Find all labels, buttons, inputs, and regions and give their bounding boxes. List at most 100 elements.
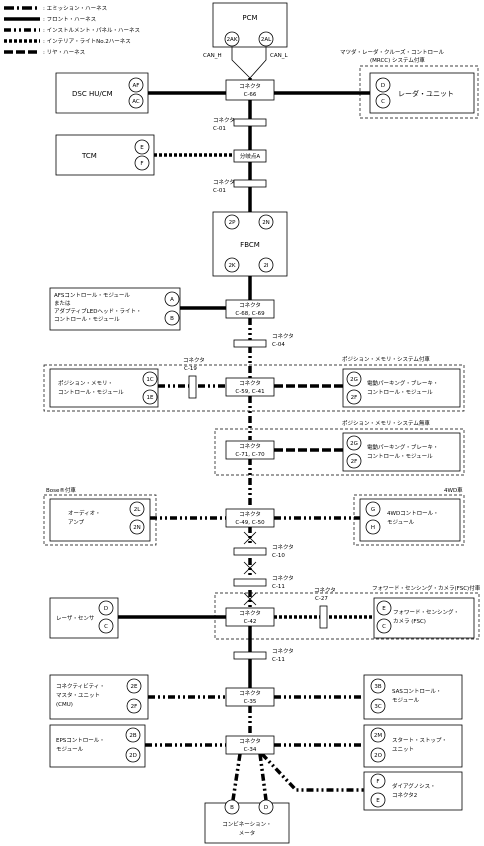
audio-option-frame xyxy=(43,494,157,546)
c04-box xyxy=(233,339,267,348)
dlc-pin-f-label: F xyxy=(376,779,379,785)
c10-top: コネクタ xyxy=(272,543,294,551)
c49-box xyxy=(225,508,275,528)
epb1-line-1: 電動パーキング・ブレーキ・ xyxy=(367,379,438,387)
cmu-line-1: コネクティビティ・ xyxy=(56,682,105,690)
dsc-pin-ac xyxy=(128,93,144,109)
pcm-pin-2ak xyxy=(224,31,240,47)
dlc-pin-f xyxy=(370,773,386,789)
c59-bottom: C-59, C-41 xyxy=(235,389,264,395)
sas-line-2: モジュール xyxy=(392,697,420,704)
legend: : エミッション・ハーネス : フロント・ハーネス : インストルメント・パネル… xyxy=(4,5,140,56)
eps-pin-2b xyxy=(125,727,141,743)
epb2-line-2: コントロール・モジュール xyxy=(367,453,433,460)
radar-pin-c xyxy=(375,93,391,109)
audio-awd-row: Bose®付車 オーディオ・ アンプ 2L 2N コネクタ C-49, C-50… xyxy=(43,486,465,546)
connector-c04: コネクタ C-04 xyxy=(233,332,294,348)
cmu-pin-2f xyxy=(126,698,142,714)
fbcm-pin-2p-label: 2P xyxy=(229,220,236,226)
fbcm-pin-2i xyxy=(258,257,274,273)
eps-line-1: EPSコントロール・ xyxy=(56,737,105,744)
combi-line-1: コンビネーション・ xyxy=(222,820,271,828)
laser-pin-c-label: C xyxy=(104,624,108,630)
epb1-pin-2f-label: 2F xyxy=(351,395,358,401)
fbcm-pin-2i-label: 2I xyxy=(263,263,268,269)
c11b-bottom: C-11 xyxy=(272,657,285,663)
dlc-line-1: ダイアグノシス・ xyxy=(392,782,436,790)
c49-top: コネクタ xyxy=(239,510,261,518)
c68-box xyxy=(225,299,275,319)
laser-pin-c xyxy=(98,618,114,634)
c27-bottom: C-27 xyxy=(315,596,328,602)
laser-fsc-row: レーザ・センサ D C フォワード・センシング・カメラ(FSC)付車 コネクタ … xyxy=(49,584,481,640)
cmu-line-3: (CMU) xyxy=(56,702,73,708)
c66-bottom: C-66 xyxy=(244,92,257,98)
combi-pin-d-label: D xyxy=(264,805,268,811)
c04-top: コネクタ xyxy=(272,332,294,340)
sas-pin-3b xyxy=(370,678,386,694)
radar-module: マツダ・レーダ・クルーズ・コントロール (MRCC) システム付車 レーダ・ユニ… xyxy=(340,48,479,119)
audio-line-2: アンプ xyxy=(68,519,85,526)
epb2-note: ポジション・メモリ・システム無車 xyxy=(342,419,430,427)
pcm-canl-label: CAN_L xyxy=(270,53,288,59)
fbcm-label: FBCM xyxy=(240,241,260,249)
c35-box xyxy=(225,687,275,707)
eps-pin-2b-label: 2B xyxy=(129,733,136,739)
posmem-line-2: コントロール・モジュール xyxy=(58,389,124,396)
c42-top: コネクタ xyxy=(239,609,261,617)
c27-box xyxy=(319,605,328,629)
sas-pin-3b-label: 3B xyxy=(374,684,381,690)
epb1-pin-2f xyxy=(346,389,362,405)
connector-c11-lower: コネクタ C-11 xyxy=(233,647,294,663)
twist-1 xyxy=(243,531,257,545)
awd-pin-g-label: G xyxy=(371,507,375,513)
tcm-pin-f-label: F xyxy=(140,161,143,167)
epb2-pin-2f xyxy=(346,453,362,469)
combi-pin-d xyxy=(258,799,274,815)
posmem-option-frame xyxy=(43,364,465,412)
fsc-pin-e xyxy=(376,600,392,616)
audio-pin-2n-label: 2N xyxy=(133,525,141,531)
c59-box xyxy=(225,377,275,397)
c68-bottom: C-68, C-69 xyxy=(235,311,265,317)
cmu-pin-2e xyxy=(126,678,142,694)
afs-pin-b xyxy=(164,310,180,326)
startstop-pin-2m-label: 2M xyxy=(374,733,382,739)
eps-pin-2d xyxy=(125,747,141,763)
c11a-box xyxy=(233,578,267,587)
afs-line-2: または xyxy=(54,300,71,307)
epb2-line-1: 電動パーキング・ブレーキ・ xyxy=(367,443,438,451)
c27-top: コネクタ xyxy=(314,586,336,594)
radar-note-2: (MRCC) システム付車 xyxy=(370,56,425,64)
c68-top: コネクタ xyxy=(239,301,261,309)
c42-box xyxy=(225,607,275,627)
c11a-bottom: C-11 xyxy=(272,584,285,590)
laser-pin-d xyxy=(98,600,114,616)
startstop-line-2: ユニット xyxy=(392,746,414,753)
posmem-pin-1e xyxy=(142,389,158,405)
connector-c01-upper: コネクタ C-01 xyxy=(213,116,267,132)
connector-c11-upper: コネクタ C-11 xyxy=(233,574,294,590)
c71-bottom: C-71, C-70 xyxy=(235,452,265,458)
fsc-option-frame xyxy=(214,592,480,640)
startstop-line-1: スタート・ストップ・ xyxy=(392,736,447,744)
epb1-line-2: コントロール・モジュール xyxy=(367,389,433,396)
epb1-note: ポジション・メモリ・システム付車 xyxy=(342,355,430,363)
twist-2 xyxy=(243,561,257,575)
fbcm-pin-2n-label: 2N xyxy=(262,220,270,226)
awd-option-frame xyxy=(353,494,465,546)
radar-pin-d xyxy=(375,77,391,93)
legend-label-emission: : エミッション・ハーネス xyxy=(43,5,107,12)
epb2-option-frame xyxy=(214,428,465,476)
wire-pcm-canh xyxy=(231,46,251,79)
radar-pin-c-label: C xyxy=(381,99,385,105)
audio-note: Bose®付車 xyxy=(46,486,76,494)
sas-pin-3c-label: 3C xyxy=(374,704,381,710)
legend-label-instrument: : インストルメント・パネル・ハーネス xyxy=(43,27,140,34)
pcm-canh-label: CAN_H xyxy=(203,53,222,59)
eps-line-2: モジュール xyxy=(56,746,84,753)
epb2-pin-2f-label: 2F xyxy=(351,459,358,465)
wires xyxy=(118,46,374,801)
dsc-pin-af-label: AF xyxy=(133,83,140,89)
